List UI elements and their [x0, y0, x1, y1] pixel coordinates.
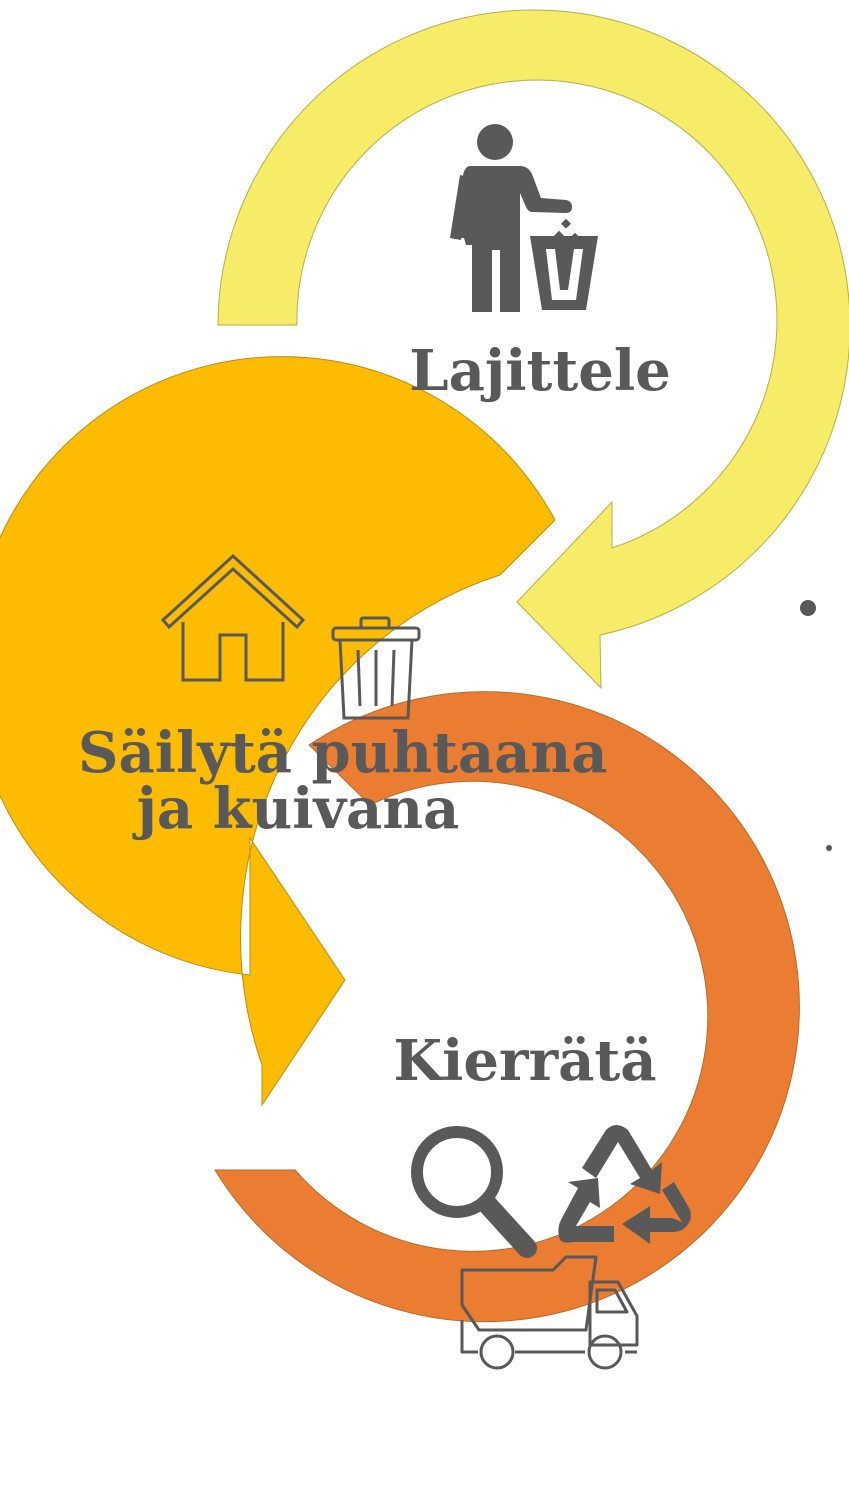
person-throwing-trash-icon — [450, 124, 598, 312]
recycle-icon — [558, 1125, 691, 1244]
step-label-recycle: Kierrätä — [393, 1028, 657, 1094]
step-label-keep-clean-dry: Säilytä puhtaana ja kuivana — [78, 720, 608, 842]
gold-arc — [0, 356, 556, 1107]
step-label-keep-line2: ja kuivana — [136, 776, 460, 842]
decorative-dot — [800, 600, 816, 616]
decorative-dot — [826, 845, 832, 851]
house-icon — [160, 553, 306, 682]
orange-arc — [214, 691, 800, 1323]
dump-truck-icon — [460, 1255, 639, 1370]
step-label-keep-line1: Säilytä puhtaana — [78, 720, 608, 786]
magnifier-icon — [411, 1126, 537, 1258]
yellow-arc — [217, 9, 849, 690]
trash-can-icon — [331, 616, 421, 720]
step-label-sort: Lajittele — [409, 338, 671, 404]
